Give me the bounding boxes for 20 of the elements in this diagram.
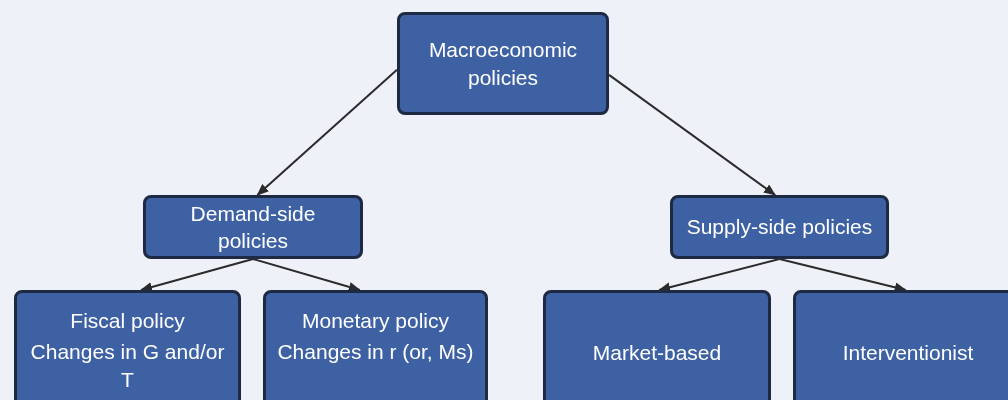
box-description: Changes in r (or, Ms) <box>277 339 474 366</box>
policy-box <box>670 195 889 259</box>
policy-box <box>543 290 771 400</box>
policy-box <box>397 12 609 115</box>
arrow <box>256 68 398 196</box>
box-label: Supply-side policies <box>686 214 873 241</box>
box-label: Monetary policy <box>301 308 450 334</box>
arrow <box>252 258 361 292</box>
arrow <box>608 73 777 196</box>
policy-box <box>14 290 241 400</box>
policy-box <box>263 290 488 400</box>
box-label: Interventionist <box>842 339 974 366</box>
policy-box <box>143 195 363 259</box>
box-label: Fiscal policy <box>70 308 185 334</box>
policy-box <box>793 290 1008 400</box>
arrow <box>140 258 254 292</box>
box-description: Changes in G and/or T <box>29 339 226 393</box>
box-label: Market-based <box>592 339 722 366</box>
box-label: Demand-side policies <box>189 200 317 254</box>
box-label: Macroeconomic policies <box>427 37 579 91</box>
